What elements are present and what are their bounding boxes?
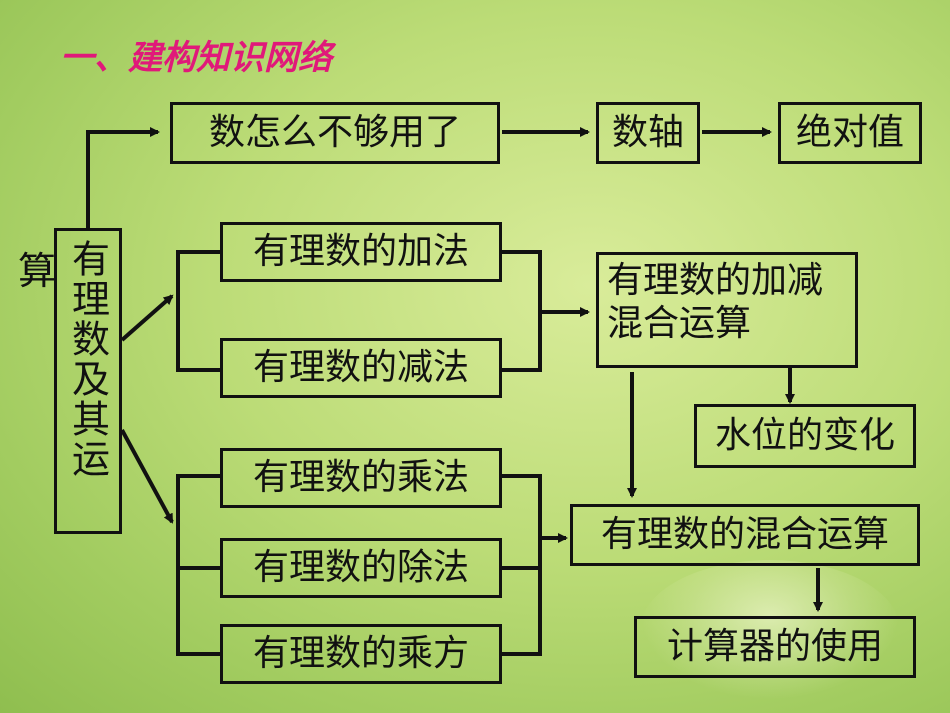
- node-divide: 有理数的除法: [220, 538, 502, 598]
- node-multiply: 有理数的乘法: [220, 448, 502, 508]
- node-number-line: 数轴: [596, 102, 700, 164]
- node-subtract: 有理数的减法: [220, 338, 502, 398]
- node-root-overflow: 算: [18, 249, 57, 293]
- node-add: 有理数的加法: [220, 222, 502, 282]
- page-title: 一、建构知识网络: [60, 38, 332, 78]
- bracket-mult-div-power-right: [502, 474, 542, 656]
- node-insufficient: 数怎么不够用了: [170, 102, 500, 164]
- node-absolute-value: 绝对值: [778, 102, 922, 164]
- node-mixed-add-sub: 有理数的加减混合运算: [596, 252, 858, 368]
- arrow-root-to-mult-group: [120, 429, 174, 524]
- bracket-add-subtract: [176, 250, 220, 372]
- node-power: 有理数的乘方: [220, 624, 502, 684]
- arrow-root-to-add-group: [120, 294, 174, 342]
- node-root: 有理数及其运: [54, 228, 122, 534]
- bracket-add-subtract-right: [502, 250, 542, 372]
- node-water-level: 水位的变化: [694, 404, 916, 468]
- node-calculator: 计算器的使用: [634, 616, 916, 678]
- node-mixed-ops: 有理数的混合运算: [570, 504, 920, 566]
- bracket-mult-div-power: [176, 474, 220, 656]
- arrow-root-to-insufficient: [86, 127, 160, 228]
